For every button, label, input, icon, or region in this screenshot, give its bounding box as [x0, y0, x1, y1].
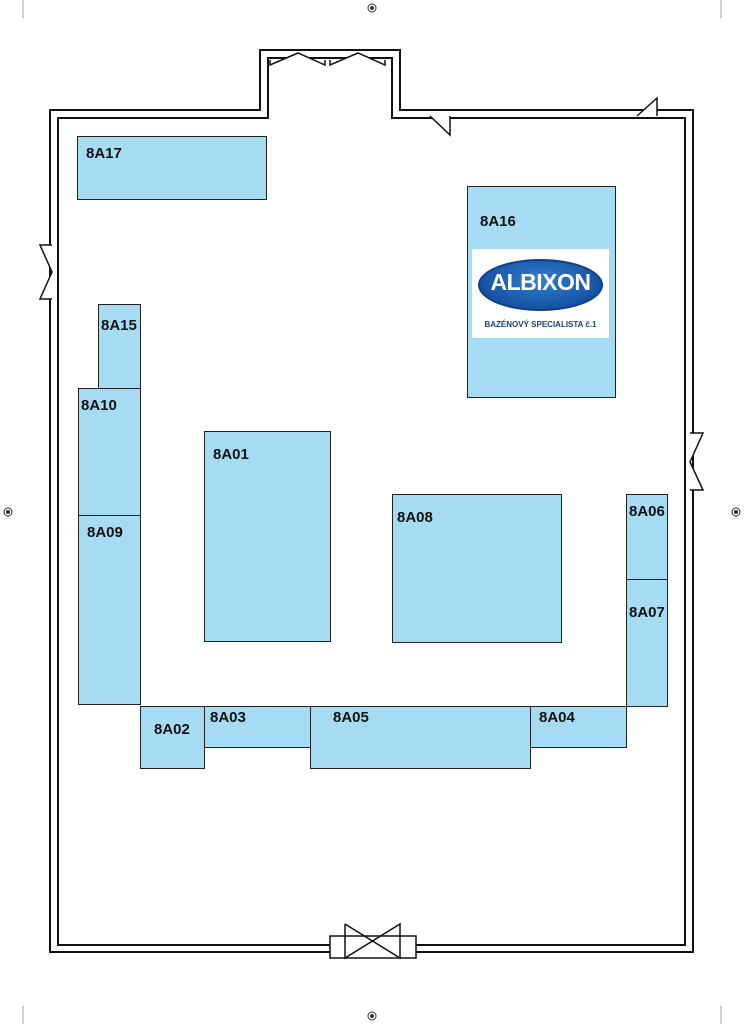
logo-brand: ALBIXON — [490, 269, 592, 295]
albixon-logo: ALBIXON BAZÉNOVÝ SPECIALISTA č.1 — [472, 249, 609, 338]
door-top-2 — [329, 52, 386, 67]
booth-label: 8A01 — [213, 446, 249, 463]
booth-label: 8A02 — [154, 721, 190, 738]
booth-8A07[interactable]: 8A07 — [626, 579, 668, 707]
logo-tagline: BAZÉNOVÝ SPECIALISTA č.1 — [484, 320, 597, 329]
booth-label: 8A10 — [81, 397, 117, 414]
booth-label: 8A16 — [480, 213, 516, 230]
registration-marks — [3, 3, 741, 1021]
booth-label: 8A17 — [86, 145, 122, 162]
booth-label: 8A08 — [397, 509, 433, 526]
booth-8A02[interactable]: 8A02 — [140, 706, 205, 769]
logo-oval — [478, 259, 603, 311]
booth-8A05[interactable]: 8A05 — [310, 706, 531, 769]
door-bottom — [344, 922, 401, 960]
booth-8A15[interactable]: 8A15 — [98, 304, 141, 389]
door-right — [689, 432, 705, 491]
booth-label: 8A05 — [333, 709, 369, 726]
booth-8A04[interactable]: 8A04 — [530, 706, 627, 748]
booth-8A10[interactable]: 8A10 — [78, 388, 141, 516]
outer-wall — [49, 49, 694, 953]
booth-label: 8A09 — [87, 524, 123, 541]
booth-8A01[interactable]: 8A01 — [204, 431, 331, 642]
booth-label: 8A04 — [539, 709, 575, 726]
booth-8A17[interactable]: 8A17 — [77, 136, 267, 200]
booth-label: 8A06 — [629, 503, 665, 520]
door-top-3 — [429, 115, 451, 137]
booth-label: 8A07 — [629, 604, 665, 621]
booth-8A06[interactable]: 8A06 — [626, 494, 668, 580]
doors — [38, 52, 705, 960]
crop-marks — [22, 0, 722, 1024]
door-left — [38, 244, 53, 300]
door-top-4 — [636, 96, 658, 117]
booth-8A03[interactable]: 8A03 — [204, 706, 311, 748]
booth-label: 8A03 — [210, 709, 246, 726]
door-top-1 — [269, 52, 326, 67]
door-bottom-frame — [329, 935, 417, 959]
booth-8A09[interactable]: 8A09 — [78, 515, 141, 705]
booth-8A08[interactable]: 8A08 — [392, 494, 562, 643]
booth-label: 8A15 — [101, 317, 137, 334]
inner-wall — [57, 57, 686, 946]
